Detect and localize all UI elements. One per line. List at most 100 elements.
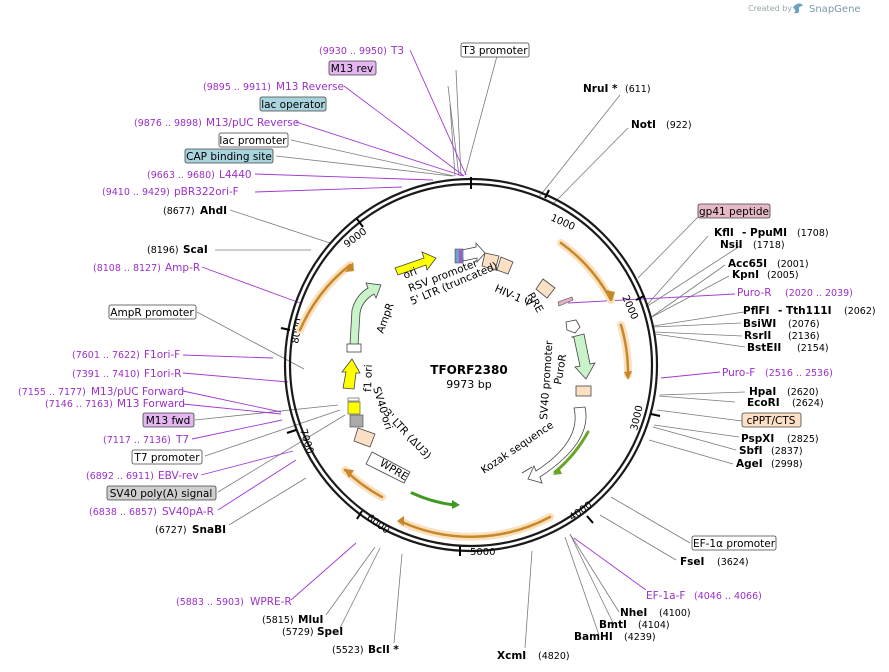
- enzyme-bmti[interactable]: BmtI (4104): [599, 619, 670, 631]
- enzyme-noti[interactable]: NotI (922): [631, 119, 692, 131]
- enzyme-rsrii[interactable]: RsrII (2136): [744, 330, 820, 342]
- svg-text:M13 Reverse: M13 Reverse: [276, 81, 344, 93]
- svg-text:(2020 .. 2039): (2020 .. 2039): [785, 288, 853, 299]
- feature-box-m13-rev[interactable]: M13 rev: [328, 60, 377, 76]
- svg-text:EcoRI: EcoRI: [747, 397, 780, 409]
- feature-box-lac-promoter[interactable]: lac promoter: [218, 132, 289, 148]
- feature-box-gp41-peptide[interactable]: gp41 peptide: [697, 203, 771, 219]
- enzyme-bamhi[interactable]: BamHI (4239): [574, 631, 656, 643]
- svg-text:(8196): (8196): [147, 245, 179, 256]
- svg-text:Amp-R: Amp-R: [165, 262, 200, 274]
- enzyme-fsei[interactable]: FseI (3624): [680, 556, 749, 568]
- svg-text:lac operator: lac operator: [261, 99, 325, 111]
- svg-text:(4046 .. 4066): (4046 .. 4066): [694, 591, 762, 602]
- enzyme-acc65i[interactable]: Acc65I (2001): [728, 258, 809, 270]
- f1-label: f1 ori: [362, 364, 375, 392]
- primer-sv40pa-r[interactable]: (6838 .. 6857) SV40pA-R: [89, 506, 214, 518]
- svg-text:(6727): (6727): [155, 525, 187, 536]
- svg-text:WPRE-R: WPRE-R: [250, 596, 292, 608]
- primer-m13-reverse[interactable]: (9895 .. 9911) M13 Reverse: [203, 81, 344, 93]
- enzyme-pspxi[interactable]: PspXI (2825): [741, 433, 819, 445]
- enzyme-scai[interactable]: (8196) ScaI: [147, 244, 208, 256]
- svg-text:AhdI: AhdI: [200, 205, 227, 217]
- enzyme-hpai[interactable]: HpaI (2620): [749, 386, 819, 398]
- svg-text:NsiI: NsiI: [720, 239, 743, 251]
- svg-text:cPPT/CTS: cPPT/CTS: [747, 415, 796, 427]
- feature-box-cppt-cts[interactable]: cPPT/CTS: [741, 412, 802, 428]
- enzyme-nsii[interactable]: NsiI (1718): [720, 239, 785, 251]
- primer-m13-puc-forward[interactable]: (7155 .. 7177) M13/pUC Forward: [18, 386, 184, 398]
- enzyme-xcmi[interactable]: XcmI (4820): [497, 650, 570, 662]
- primer-ebv-rev[interactable]: (6892 .. 6911) EBV-rev: [86, 470, 199, 482]
- svg-text:M13 Forward: M13 Forward: [117, 398, 185, 410]
- svg-text:(7601 .. 7622): (7601 .. 7622): [72, 350, 140, 361]
- svg-text:(9876 .. 9898): (9876 .. 9898): [134, 118, 202, 129]
- primer-wpre-r[interactable]: (5883 .. 5903) WPRE-R: [176, 596, 292, 608]
- feature-box-lac-operator[interactable]: lac operator: [259, 96, 327, 112]
- primer-ef1a-f[interactable]: EF-1a-F (4046 .. 4066): [646, 590, 762, 602]
- enzyme-snabi[interactable]: (6727) SnaBI: [155, 524, 226, 536]
- svg-text:NruI *: NruI *: [583, 83, 618, 95]
- svg-text:BstEII: BstEII: [747, 342, 781, 354]
- svg-text:BsiWI: BsiWI: [743, 318, 776, 330]
- enzyme-sbfi[interactable]: SbfI (2837): [739, 445, 803, 457]
- primer-puro-r[interactable]: Puro-R (2020 .. 2039): [737, 287, 853, 299]
- svg-text:L4440: L4440: [219, 169, 252, 181]
- svg-text:(8108 .. 8127): (8108 .. 8127): [93, 263, 161, 274]
- enzyme-mlui[interactable]: (5815) MluI: [262, 614, 323, 626]
- enzyme-nrui[interactable]: NruI * (611): [583, 83, 651, 95]
- primer-f1ori-f[interactable]: (7601 .. 7622) F1ori-F: [72, 349, 180, 361]
- svg-text:BclI *: BclI *: [368, 644, 399, 656]
- svg-text:T3 promoter: T3 promoter: [461, 45, 528, 57]
- feature-box-t3-promoter[interactable]: T3 promoter: [460, 42, 530, 58]
- primer-l4440[interactable]: (9663 .. 9680) L4440: [147, 169, 252, 181]
- primer-pbr322ori-f[interactable]: (9410 .. 9429) pBR322ori-F: [102, 186, 239, 198]
- svg-text:XcmI: XcmI: [497, 650, 526, 662]
- plasmid-size: 9973 bp: [446, 378, 491, 391]
- feature-box-sv40-polya[interactable]: SV40 poly(A) signal: [106, 485, 217, 501]
- primer-m13-puc-reverse[interactable]: (9876 .. 9898) M13/pUC Reverse: [134, 117, 299, 129]
- primer-amp-r[interactable]: (8108 .. 8127) Amp-R: [93, 262, 200, 274]
- enzyme-ppumi[interactable]: - PpuMI (1708): [742, 227, 829, 239]
- svg-text:(3624): (3624): [717, 557, 749, 568]
- enzyme-kfli[interactable]: KflI: [714, 227, 734, 239]
- feature-box-m13-fwd[interactable]: M13 fwd: [142, 412, 195, 428]
- enzyme-bsteii[interactable]: BstEII (2154): [747, 342, 829, 354]
- enzyme-bcli[interactable]: (5523) BclI *: [332, 644, 399, 656]
- primer-m13-forward[interactable]: (7146 .. 7163) M13 Forward: [45, 398, 185, 410]
- tick-label: 9000: [342, 226, 369, 250]
- primer-t7[interactable]: (7117 .. 7136) T7: [103, 434, 189, 446]
- svg-text:Puro-R: Puro-R: [737, 287, 772, 299]
- enzyme-bsiwi[interactable]: BsiWI (2076): [743, 318, 820, 330]
- enzyme-kpni[interactable]: KpnI (2005): [732, 269, 799, 281]
- svg-text:(7391 .. 7410): (7391 .. 7410): [72, 369, 140, 380]
- svg-text:(9410 .. 9429): (9410 .. 9429): [102, 187, 170, 198]
- svg-text:M13/pUC Reverse: M13/pUC Reverse: [206, 117, 299, 129]
- feature-box-ampr-promoter[interactable]: AmpR promoter: [108, 304, 197, 320]
- feature-box-cap-binding-site[interactable]: CAP binding site: [184, 148, 274, 164]
- svg-text:-: -: [778, 305, 782, 317]
- enzyme-pflfi[interactable]: PflFI: [743, 305, 770, 317]
- enzyme-ecori[interactable]: EcoRI (2624): [747, 397, 824, 409]
- svg-text:Tth111I: Tth111I: [786, 305, 831, 317]
- svg-text:(2620): (2620): [787, 387, 819, 398]
- enzyme-nhei[interactable]: NheI (4100): [620, 607, 691, 619]
- feature-box-ef1a-promoter[interactable]: EF-1α promoter: [691, 535, 777, 551]
- primer-f1ori-r[interactable]: (7391 .. 7410) F1ori-R: [72, 368, 181, 380]
- feature-box-t7-promoter[interactable]: T7 promoter: [131, 449, 203, 465]
- primer-t3[interactable]: (9930 .. 9950) T3: [319, 45, 404, 57]
- svg-text:(2825): (2825): [787, 434, 819, 445]
- enzyme-ahdi[interactable]: (8677) AhdI: [163, 205, 227, 217]
- svg-text:(2837): (2837): [771, 446, 803, 457]
- svg-text:(1708): (1708): [797, 228, 829, 239]
- enzyme-tth111i[interactable]: - Tth111I (2062): [778, 305, 876, 317]
- ltr3-label: 3' LTR (ΔU3): [381, 407, 433, 462]
- enzyme-spei[interactable]: (5729) SpeI: [282, 626, 343, 638]
- puror-label: PuroR: [552, 353, 569, 385]
- arc-arrowheads: [344, 262, 632, 526]
- enzyme-agei[interactable]: AgeI (2998): [736, 458, 803, 470]
- primer-puro-f[interactable]: Puro-F (2516 .. 2536): [722, 367, 833, 379]
- svg-text:SV40pA-R: SV40pA-R: [162, 506, 214, 518]
- credit-brand: SnapGene: [809, 4, 861, 15]
